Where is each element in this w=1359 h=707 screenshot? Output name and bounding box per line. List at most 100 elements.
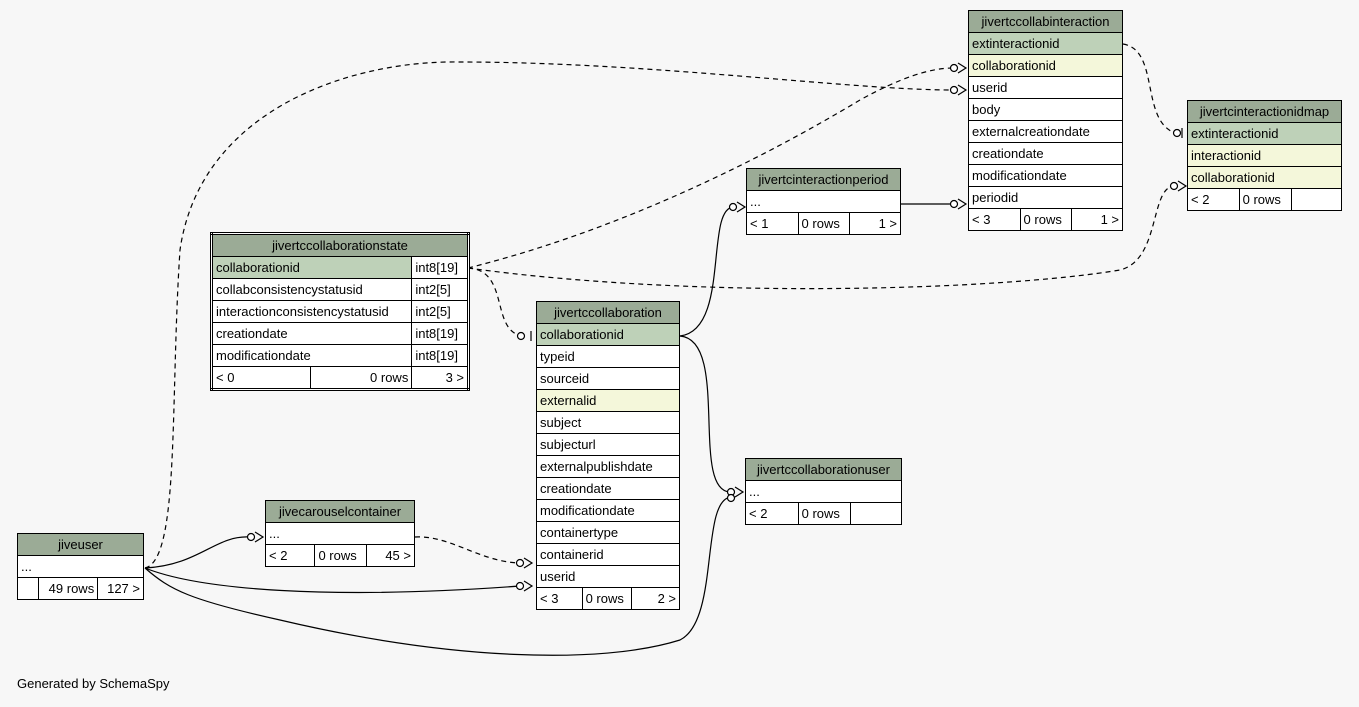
column-row[interactable]: ... xyxy=(745,480,902,503)
table-title[interactable]: jivertccollaboration xyxy=(536,301,680,324)
table-jivertccollabinteraction[interactable]: jivertccollabinteraction extinteractioni… xyxy=(968,10,1123,231)
column-row[interactable]: interactionid xyxy=(1187,144,1342,167)
column-row[interactable]: externalid xyxy=(536,389,680,412)
column-row[interactable]: externalpublishdate xyxy=(536,455,680,478)
table-title[interactable]: jivertcinteractionperiod xyxy=(746,168,901,191)
row-count: 49 rows xyxy=(38,577,99,600)
table-jivertccollaboration[interactable]: jivertccollaboration collaborationid typ… xyxy=(536,301,680,610)
column-row[interactable]: subjecturl xyxy=(536,433,680,456)
optional-marker xyxy=(949,199,959,209)
column-row[interactable]: sourceid xyxy=(536,367,680,390)
crowfoot-marker xyxy=(1177,180,1188,192)
generated-by-label: Generated by SchemaSpy xyxy=(17,676,170,691)
table-jivertccollaborationstate[interactable]: jivertccollaborationstate collaborationi… xyxy=(210,232,470,391)
children-link[interactable] xyxy=(849,502,903,525)
children-link[interactable]: 1 > xyxy=(849,212,901,235)
column-type: int8[19] xyxy=(411,344,469,367)
parents-link[interactable]: < 2 xyxy=(1187,188,1240,211)
column-name[interactable]: collaborationid xyxy=(210,256,413,279)
edge-extinteractionid xyxy=(1122,43,1176,134)
column-row[interactable]: subject xyxy=(536,411,680,434)
column-row[interactable]: externalcreationdate xyxy=(968,120,1123,143)
column-name[interactable]: interactionconsistencystatusid xyxy=(210,300,413,323)
crowfoot-marker xyxy=(254,531,265,543)
column-row[interactable]: userid xyxy=(536,565,680,588)
optional-marker xyxy=(246,532,256,542)
column-row[interactable]: body xyxy=(968,98,1123,121)
table-title[interactable]: jivertccollabinteraction xyxy=(968,10,1123,33)
parents-link[interactable]: < 1 xyxy=(746,212,799,235)
crowfoot-marker xyxy=(957,198,968,210)
optional-marker xyxy=(1172,128,1182,138)
table-title[interactable]: jivertccollaborationuser xyxy=(745,458,902,481)
row-count: 0 rows xyxy=(581,587,633,610)
children-link[interactable]: 127 > xyxy=(97,577,144,600)
column-row[interactable]: creationdate xyxy=(968,142,1123,165)
column-row[interactable]: creationdate xyxy=(536,477,680,500)
column-row[interactable]: containerid xyxy=(536,543,680,566)
crowfoot-marker xyxy=(957,84,968,96)
table-jivertcinteractionidmap[interactable]: jivertcinteractionidmap extinteractionid… xyxy=(1187,100,1343,211)
row-count: 0 rows xyxy=(1019,208,1073,231)
column-row[interactable]: collaborationid xyxy=(1187,166,1342,189)
column-row[interactable]: typeid xyxy=(536,345,680,368)
optional-marker xyxy=(516,331,526,341)
optional-marker xyxy=(949,85,959,95)
column-type: int2[5] xyxy=(411,278,469,301)
table-title[interactable]: jiveuser xyxy=(17,533,144,556)
edge-user-collabuser xyxy=(144,496,732,656)
column-row[interactable]: containertype xyxy=(536,521,680,544)
parents-link[interactable]: < 3 xyxy=(968,208,1021,231)
table-jivertccollaborationuser[interactable]: jivertccollaborationuser ... < 2 0 rows xyxy=(745,458,903,525)
edge-state-collaboration xyxy=(467,267,523,337)
parents-link[interactable]: < 2 xyxy=(264,544,316,567)
column-row[interactable]: modificationdate xyxy=(536,499,680,522)
column-row[interactable]: extinteractionid xyxy=(968,32,1123,55)
edge-user-carousel xyxy=(144,536,251,569)
column-row[interactable]: userid xyxy=(968,76,1123,99)
column-row[interactable]: collaborationid xyxy=(536,323,680,346)
crowfoot-marker xyxy=(523,580,534,592)
column-row[interactable]: ... xyxy=(265,522,415,545)
parents-link[interactable]: < 2 xyxy=(745,502,799,525)
row-count: 0 rows xyxy=(797,212,851,235)
crowfoot-marker xyxy=(736,201,747,213)
table-title[interactable]: jivertccollaborationstate xyxy=(211,233,469,257)
table-title[interactable]: jivertcinteractionidmap xyxy=(1187,100,1342,123)
column-row[interactable]: collaborationid xyxy=(968,54,1123,77)
column-name[interactable]: modificationdate xyxy=(210,344,413,367)
optional-marker xyxy=(726,493,736,503)
table-jiveuser[interactable]: jiveuser ... 49 rows 127 > xyxy=(16,533,144,600)
optional-marker xyxy=(1169,181,1179,191)
column-row[interactable]: periodid xyxy=(968,186,1123,209)
children-link[interactable]: 3 > xyxy=(411,366,469,390)
edge-collab-period xyxy=(679,206,734,337)
crowfoot-marker xyxy=(734,486,745,498)
table-jivertcinteractionperiod[interactable]: jivertcinteractionperiod ... < 1 0 rows … xyxy=(746,168,901,235)
parents-link[interactable] xyxy=(16,577,40,600)
column-type: int2[5] xyxy=(411,300,469,323)
children-link[interactable]: 2 > xyxy=(631,587,680,610)
parents-link[interactable]: < 3 xyxy=(536,587,583,610)
children-link[interactable] xyxy=(1290,188,1343,211)
row-count: 0 rows xyxy=(310,366,413,390)
optional-marker xyxy=(515,581,525,591)
edge-carousel-containerid xyxy=(414,536,521,564)
children-link[interactable]: 1 > xyxy=(1071,208,1123,231)
column-row[interactable]: ... xyxy=(746,190,901,213)
table-jivecarouselcontainer[interactable]: jivecarouselcontainer ... < 2 0 rows 45 … xyxy=(264,500,415,567)
column-row[interactable]: extinteractionid xyxy=(1187,122,1342,145)
column-name[interactable]: collabconsistencystatusid xyxy=(210,278,413,301)
row-count: 0 rows xyxy=(1238,188,1292,211)
column-row[interactable]: modificationdate xyxy=(968,164,1123,187)
children-link[interactable]: 45 > xyxy=(366,544,415,567)
optional-marker xyxy=(728,202,738,212)
row-count: 0 rows xyxy=(797,502,851,525)
column-row[interactable]: ... xyxy=(17,555,144,578)
edge-state-collabinteraction xyxy=(467,67,954,269)
parents-link[interactable]: < 0 xyxy=(210,366,312,390)
column-type: int8[19] xyxy=(411,322,469,345)
table-title[interactable]: jivecarouselcontainer xyxy=(265,500,415,523)
column-name[interactable]: creationdate xyxy=(210,322,413,345)
